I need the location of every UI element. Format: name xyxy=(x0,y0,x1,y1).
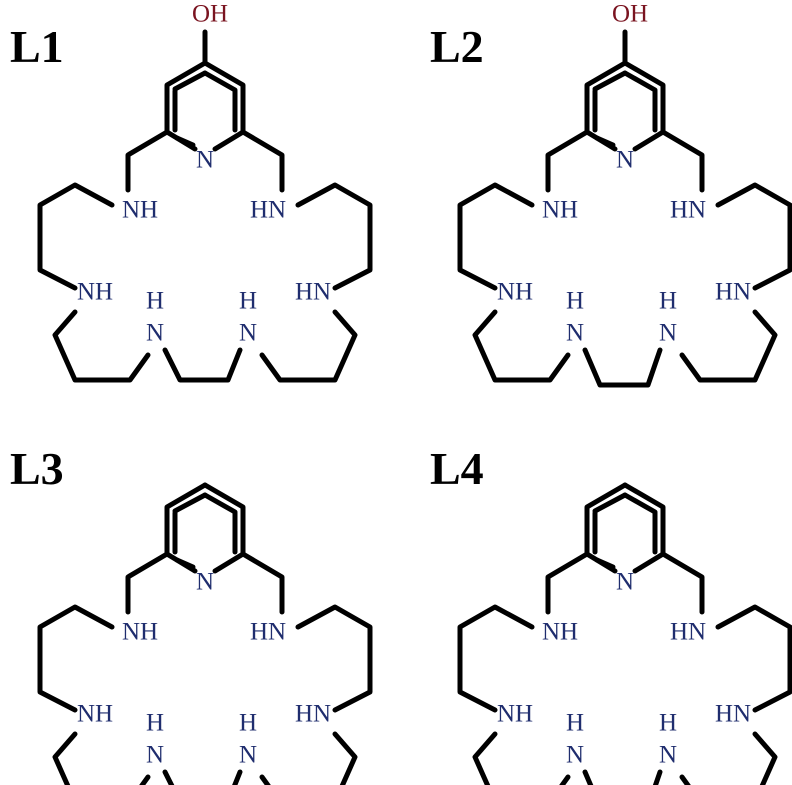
double-bond xyxy=(172,70,208,92)
nh-atom-upper-left: NH xyxy=(542,619,578,646)
double-bond xyxy=(622,70,658,93)
chain-bond xyxy=(259,731,358,785)
chain-bond xyxy=(295,182,373,291)
ring-bond xyxy=(202,482,246,557)
ring-bond xyxy=(584,482,628,557)
hn-atom-upper-right: HN xyxy=(670,197,706,224)
n-atom-bottom-left: N xyxy=(566,320,584,347)
chain-bond xyxy=(37,604,115,713)
arm-bond xyxy=(240,129,285,193)
h-atom-bottom-left: H xyxy=(146,710,164,737)
n-atom-bottom-right: N xyxy=(239,742,257,769)
chain-bond xyxy=(457,182,535,291)
pyridine-n-atom: N xyxy=(616,147,634,174)
arm-bond xyxy=(125,129,170,193)
nh-atom-lower-left: NH xyxy=(77,701,113,728)
n-atom-bottom-right: N xyxy=(659,320,677,347)
h-atom-bottom-left: H xyxy=(566,288,584,315)
ring-bond xyxy=(202,60,246,135)
chain-bond xyxy=(295,604,373,713)
chain-bond xyxy=(472,309,571,383)
h-atom-bottom-right: H xyxy=(239,710,257,737)
molecule-label: L4 xyxy=(430,443,484,494)
double-bond xyxy=(202,492,238,515)
n-atom-bottom-right: N xyxy=(239,320,257,347)
hydroxyl-group: OH xyxy=(192,1,228,28)
chain-bond xyxy=(715,182,792,291)
ring-bond xyxy=(164,482,208,557)
ring-bond xyxy=(584,60,628,135)
double-bond xyxy=(174,135,196,148)
double-bond xyxy=(622,492,658,515)
pyridine-n-atom: N xyxy=(616,569,634,596)
hn-atom-lower-right: HN xyxy=(715,279,751,306)
arm-bond xyxy=(125,551,170,615)
molecule-label: L1 xyxy=(10,21,64,72)
arm-bond xyxy=(545,551,590,615)
nh-atom-lower-left: NH xyxy=(497,701,533,728)
ring-bond xyxy=(212,551,246,574)
double-bond xyxy=(592,70,628,92)
chain-bond xyxy=(52,731,151,785)
pyridine-n-atom: N xyxy=(196,147,214,174)
h-atom-bottom-right: H xyxy=(239,288,257,315)
hn-atom-lower-right: HN xyxy=(295,279,331,306)
ring-bond xyxy=(164,60,208,135)
h-atom-bottom-left: H xyxy=(566,710,584,737)
arm-bond xyxy=(545,129,590,193)
hn-atom-upper-right: HN xyxy=(250,619,286,646)
h-atom-bottom-right: H xyxy=(659,710,677,737)
chain-bond xyxy=(715,604,792,713)
n-atom-bottom-left: N xyxy=(146,320,164,347)
ring-bond xyxy=(632,129,666,152)
molecule-label: L2 xyxy=(430,21,484,72)
nh-atom-upper-left: NH xyxy=(122,619,158,646)
chain-bond xyxy=(472,731,571,785)
ring-bond xyxy=(212,129,246,152)
double-bond xyxy=(592,492,628,514)
double-bond xyxy=(172,492,208,514)
ring-bond xyxy=(622,482,666,557)
chain-bond xyxy=(679,309,778,383)
hn-atom-upper-right: HN xyxy=(250,197,286,224)
hydroxyl-group: OH xyxy=(612,1,648,28)
n-atom-bottom-left: N xyxy=(146,742,164,769)
h-atom-bottom-right: H xyxy=(659,288,677,315)
nh-atom-upper-left: NH xyxy=(122,197,158,224)
arm-bond xyxy=(660,129,705,193)
chain-bond xyxy=(259,309,358,383)
chain-bond xyxy=(457,604,535,713)
h-atom-bottom-left: H xyxy=(146,288,164,315)
nh-atom-lower-left: NH xyxy=(77,279,113,306)
bridge-bond xyxy=(162,769,243,785)
arm-bond xyxy=(660,551,705,615)
ring-bond xyxy=(632,551,666,574)
chain-bond xyxy=(679,731,778,785)
hn-atom-lower-right: HN xyxy=(295,701,331,728)
n-atom-bottom-right: N xyxy=(659,742,677,769)
double-bond xyxy=(202,70,238,93)
chain-bond xyxy=(37,182,115,291)
arm-bond xyxy=(240,551,285,615)
double-bond xyxy=(174,557,196,570)
chain-bond xyxy=(52,309,151,383)
molecule-label: L3 xyxy=(10,443,64,494)
hn-atom-lower-right: HN xyxy=(715,701,751,728)
pyridine-n-atom: N xyxy=(196,569,214,596)
bridge-bond xyxy=(582,769,663,785)
nh-atom-upper-left: NH xyxy=(542,197,578,224)
bridge-bond xyxy=(162,347,243,383)
double-bond xyxy=(594,135,616,148)
hn-atom-upper-right: HN xyxy=(670,619,706,646)
bridge-bond xyxy=(582,347,663,388)
ring-bond xyxy=(622,60,666,135)
double-bond xyxy=(594,557,616,570)
nh-atom-lower-left: NH xyxy=(497,279,533,306)
n-atom-bottom-left: N xyxy=(566,742,584,769)
